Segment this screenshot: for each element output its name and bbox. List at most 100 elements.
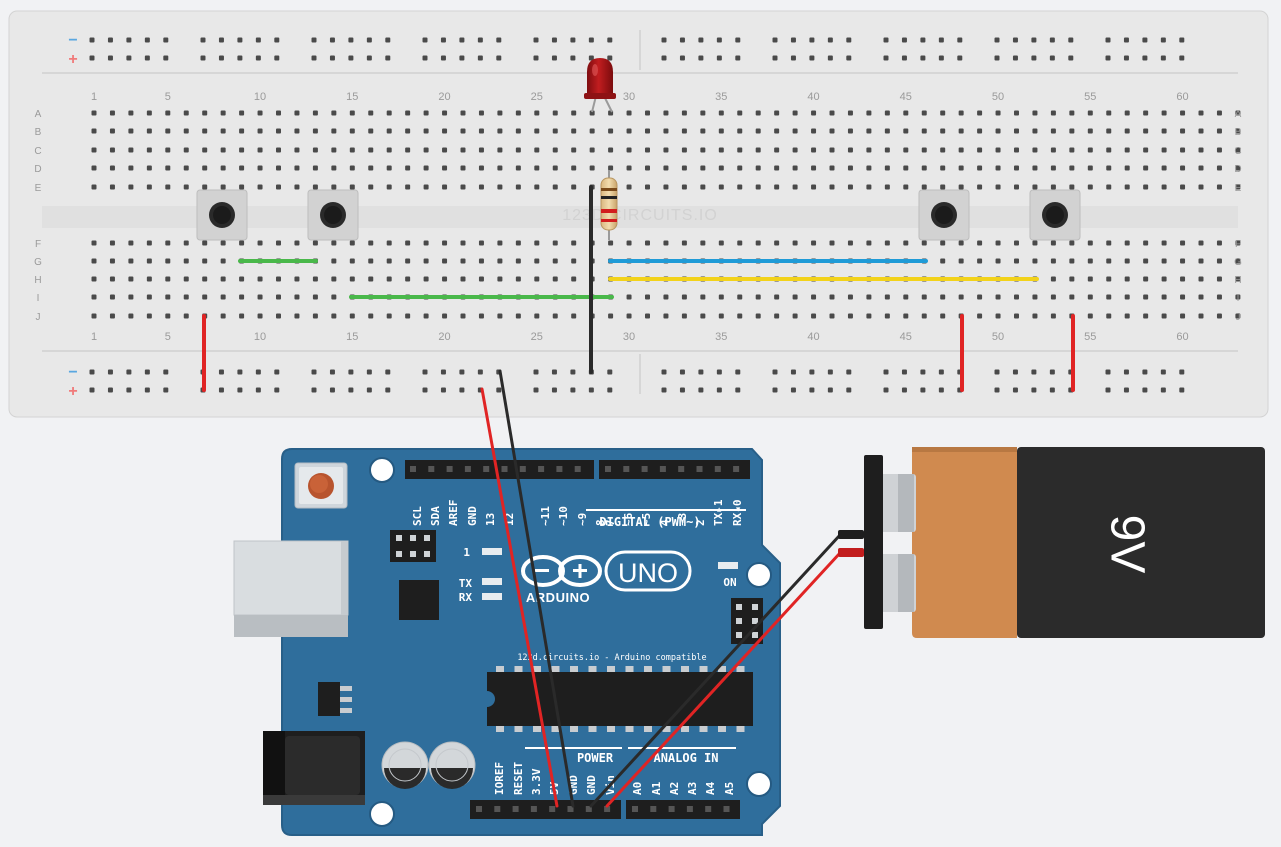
header-pin[interactable] — [483, 466, 490, 472]
header-pin[interactable] — [668, 806, 675, 812]
hole — [829, 313, 835, 319]
header-pin[interactable] — [678, 466, 685, 472]
hole — [1031, 387, 1037, 393]
header-pin[interactable] — [733, 466, 740, 472]
hole — [331, 313, 337, 319]
hole — [1050, 128, 1056, 134]
hole — [811, 184, 817, 190]
header-pin[interactable] — [567, 806, 574, 812]
pushbutton-3[interactable] — [918, 189, 970, 241]
hole — [1012, 37, 1018, 43]
header-pin[interactable] — [574, 466, 581, 472]
header-pin[interactable] — [659, 466, 666, 472]
header-pin[interactable] — [464, 466, 471, 472]
header-pin[interactable] — [705, 806, 712, 812]
header-pin[interactable] — [446, 466, 453, 472]
header-pin[interactable] — [714, 466, 721, 472]
hole — [829, 147, 835, 153]
hole — [1142, 55, 1148, 61]
hole — [552, 147, 558, 153]
header-pin[interactable] — [686, 806, 693, 812]
hole — [386, 110, 392, 116]
hole — [663, 240, 669, 246]
digital-header[interactable] — [405, 460, 750, 479]
column-label: 5 — [165, 91, 171, 103]
hole — [903, 128, 909, 134]
reset-button[interactable] — [294, 462, 348, 509]
hole — [478, 110, 484, 116]
wire-battery-negative[interactable] — [589, 533, 842, 808]
header-pin[interactable] — [623, 466, 630, 472]
hole — [146, 110, 152, 116]
power-header[interactable] — [470, 800, 740, 819]
hole — [995, 110, 1001, 116]
hole — [146, 313, 152, 319]
header-pin[interactable] — [538, 466, 545, 472]
header-pin[interactable] — [530, 806, 537, 812]
column-labels: 1155101015152020252530303535404045455050… — [91, 91, 1189, 343]
pushbutton-1[interactable] — [196, 189, 248, 241]
header-pin[interactable] — [494, 806, 501, 812]
hole — [276, 110, 281, 116]
header-pin[interactable] — [650, 806, 657, 812]
hole — [385, 37, 391, 43]
digital-label: DIGITAL (PWM~) — [599, 515, 700, 529]
hole — [312, 110, 318, 116]
hole — [718, 313, 724, 319]
led-red[interactable] — [584, 58, 616, 113]
hole — [405, 258, 411, 264]
hole — [883, 387, 889, 393]
hole — [1106, 313, 1112, 319]
header-pin[interactable] — [501, 466, 508, 472]
hole — [829, 165, 835, 171]
header-pin[interactable] — [556, 466, 563, 472]
header-pin[interactable] — [605, 466, 611, 472]
hole — [534, 128, 540, 134]
header-pin[interactable] — [549, 806, 556, 812]
hole — [128, 147, 134, 153]
row-label: E — [1235, 183, 1242, 194]
header-pin[interactable] — [604, 806, 611, 812]
header-pin[interactable] — [723, 806, 730, 812]
pushbutton-4[interactable] — [1029, 189, 1081, 241]
hole — [995, 258, 1001, 264]
wire-gnd[interactable] — [498, 369, 575, 808]
hole — [460, 165, 466, 171]
header-pin[interactable] — [632, 806, 638, 812]
pushbutton-2[interactable] — [307, 189, 359, 241]
hole — [589, 147, 595, 153]
wire-battery-positive[interactable] — [605, 551, 842, 808]
header-pin[interactable] — [410, 466, 416, 472]
hole — [442, 184, 448, 190]
chip-pin — [496, 726, 504, 732]
hole — [1105, 37, 1111, 43]
hole — [571, 147, 577, 153]
hole — [1180, 313, 1186, 319]
pin-label: ~6 — [622, 512, 635, 526]
column-label: 15 — [346, 91, 358, 103]
hole — [958, 165, 964, 171]
hole — [995, 294, 1001, 300]
hole — [477, 369, 483, 375]
battery-9v[interactable]: 9V — [864, 447, 1265, 638]
header-pin[interactable] — [641, 466, 648, 472]
hole — [405, 165, 411, 171]
hole — [1069, 128, 1075, 134]
header-pin[interactable] — [519, 466, 526, 472]
resistor[interactable] — [600, 170, 618, 240]
header-pin[interactable] — [696, 466, 703, 472]
header-pin[interactable] — [585, 806, 592, 812]
hole — [661, 369, 667, 375]
header-pin[interactable] — [512, 806, 519, 812]
hole — [718, 165, 724, 171]
arduino-uno[interactable]: 1 TX RX ON ARDUINO UNO 123d.circuits.io … — [233, 448, 781, 836]
header-pin[interactable] — [428, 466, 435, 472]
pin-label: SDA — [429, 506, 442, 526]
breadboard-wires[interactable] — [202, 185, 1075, 392]
hole — [459, 55, 465, 61]
wire-5v[interactable] — [480, 387, 559, 808]
hole — [1160, 369, 1166, 375]
connection-wires[interactable] — [480, 369, 864, 808]
header-pin[interactable] — [476, 806, 482, 812]
hole — [626, 110, 632, 116]
